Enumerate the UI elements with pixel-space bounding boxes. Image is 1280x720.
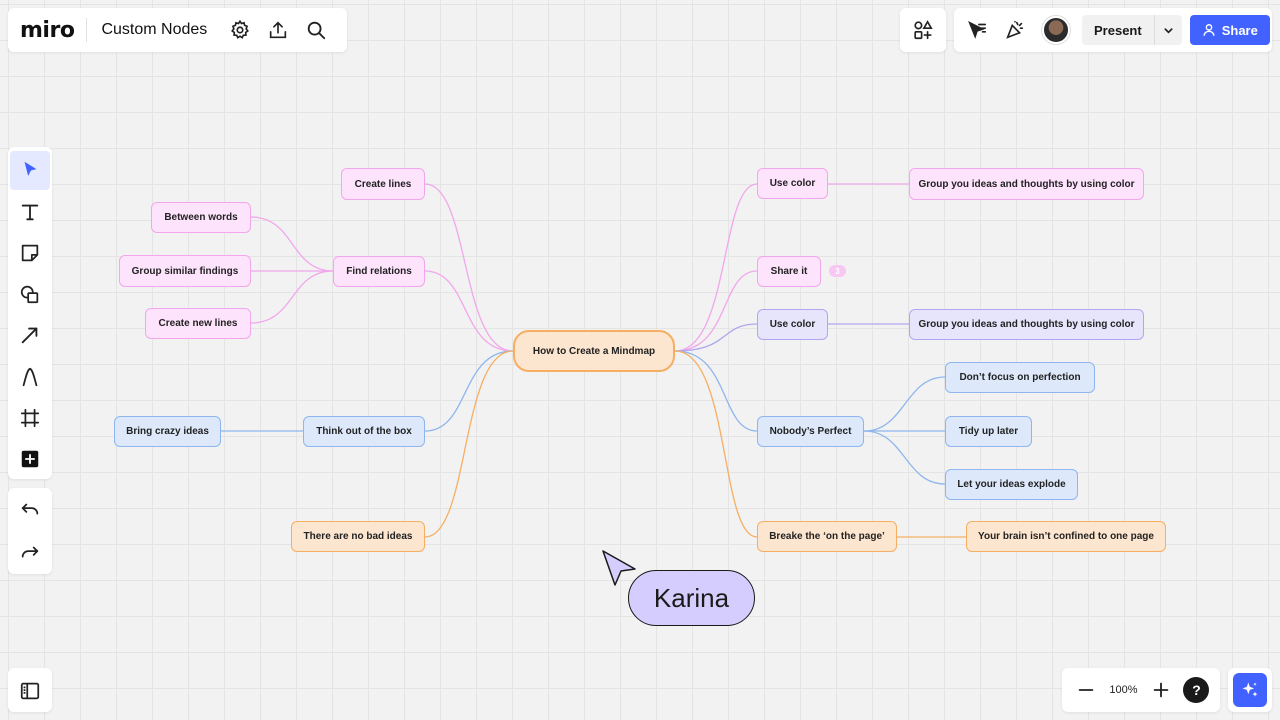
present-label: Present (1094, 22, 1142, 38)
celebrate-icon[interactable] (996, 11, 1034, 49)
pen-icon[interactable] (10, 357, 50, 397)
help-button[interactable]: ? (1183, 677, 1210, 703)
text-tool-icon[interactable] (10, 192, 50, 232)
sticky-note-icon[interactable] (10, 233, 50, 273)
board-title[interactable]: Custom Nodes (101, 21, 208, 38)
node-bring-crazy-ideas[interactable]: Bring crazy ideas (114, 416, 221, 447)
sidebar-panel-icon[interactable] (10, 671, 50, 711)
toolbar-divider (86, 18, 88, 42)
select-tool-icon[interactable] (10, 150, 50, 191)
node-between-words[interactable]: Between words (151, 202, 251, 233)
chevron-down-icon[interactable] (1153, 15, 1182, 45)
collapsed-children-badge[interactable]: 3 (829, 265, 846, 277)
node-create-new-lines[interactable]: Create new lines (145, 308, 251, 339)
ai-assistant-panel (1228, 668, 1272, 712)
node-use-color-2[interactable]: Use color (757, 309, 828, 340)
left-creation-toolbar (8, 147, 52, 479)
node-create-lines[interactable]: Create lines (341, 168, 425, 200)
node-think-out-of-the-box[interactable]: Think out of the box (303, 416, 425, 447)
share-label: Share (1221, 22, 1258, 38)
node-no-bad-ideas[interactable]: There are no bad ideas (291, 521, 425, 552)
gear-icon[interactable] (221, 11, 259, 49)
frame-icon[interactable] (10, 398, 50, 438)
node-breake-the-page[interactable]: Breake the ‘on the page’ (757, 521, 897, 552)
present-button[interactable]: Present (1082, 15, 1182, 45)
share-button[interactable]: Share (1189, 15, 1270, 45)
node-tidy-up-later[interactable]: Tidy up later (945, 416, 1032, 447)
upload-icon[interactable] (259, 11, 297, 49)
apps-panel (900, 8, 946, 52)
top-left-toolbar: miro Custom Nodes (8, 8, 347, 52)
redo-icon[interactable] (10, 533, 50, 573)
search-icon[interactable] (297, 11, 335, 49)
zoom-level[interactable]: 100% (1109, 684, 1138, 696)
node-group-by-color-1[interactable]: Group you ideas and thoughts by using co… (909, 168, 1144, 200)
top-right-toolbar: Present Share (954, 8, 1272, 52)
frames-panel (8, 668, 52, 712)
undo-redo-panel (8, 488, 52, 574)
user-icon (1203, 24, 1215, 36)
zoom-out-icon[interactable] (1072, 671, 1100, 709)
zoom-controls: 100% ? (1062, 668, 1220, 712)
node-dont-focus-on-perfection[interactable]: Don’t focus on perfection (945, 362, 1095, 393)
apps-icon[interactable] (904, 11, 942, 49)
node-let-your-ideas-explode[interactable]: Let your ideas explode (945, 469, 1078, 500)
arrow-line-icon[interactable] (10, 316, 50, 356)
node-nobodys-perfect[interactable]: Nobody’s Perfect (757, 416, 864, 447)
collaborator-cursor-icon (602, 550, 636, 586)
reactions-icon[interactable] (958, 11, 996, 49)
mindmap-root-node[interactable]: How to Create a Mindmap (513, 330, 675, 372)
node-find-relations[interactable]: Find relations (333, 256, 425, 287)
more-tools-icon[interactable] (10, 439, 50, 479)
undo-icon[interactable] (10, 490, 50, 530)
node-group-by-color-2[interactable]: Group you ideas and thoughts by using co… (909, 309, 1144, 340)
node-group-similar-findings[interactable]: Group similar findings (119, 255, 251, 287)
node-brain-not-confined[interactable]: Your brain isn’t confined to one page (966, 521, 1166, 552)
miro-logo[interactable]: miro (20, 17, 75, 43)
shapes-icon[interactable] (10, 274, 50, 314)
zoom-in-icon[interactable] (1147, 671, 1175, 709)
collaborator-name-label: Karina (628, 570, 755, 626)
node-use-color-1[interactable]: Use color (757, 168, 828, 199)
user-avatar[interactable] (1042, 16, 1070, 44)
ai-sparkle-icon[interactable] (1233, 673, 1267, 707)
node-share-it[interactable]: Share it (757, 256, 821, 287)
